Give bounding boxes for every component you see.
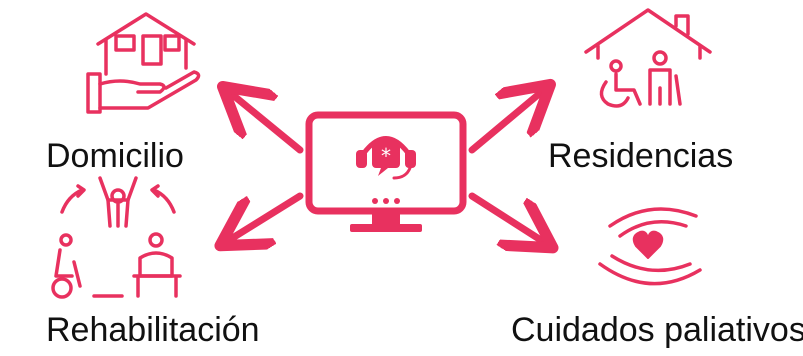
label-cuidados-paliativos: Cuidados paliativos — [511, 311, 803, 349]
arrow-up-right — [468, 89, 545, 154]
residence-wheelchair-elderly-icon — [584, 8, 712, 108]
arrow-down-right — [468, 192, 547, 244]
arrow-up-left — [228, 91, 304, 154]
computer-headset-support-icon: * — [305, 111, 467, 232]
label-residencias: Residencias — [548, 137, 734, 175]
label-rehabilitacion: Rehabilitación — [46, 311, 260, 349]
arrows — [226, 89, 547, 244]
svg-text:*: * — [381, 144, 391, 168]
rehabilitation-exercise-icon — [51, 176, 182, 299]
house-in-hand-icon — [86, 12, 201, 114]
label-domicilio: Domicilio — [46, 137, 184, 175]
arrow-down-left — [226, 192, 304, 242]
heart-in-hands-icon — [598, 207, 702, 286]
